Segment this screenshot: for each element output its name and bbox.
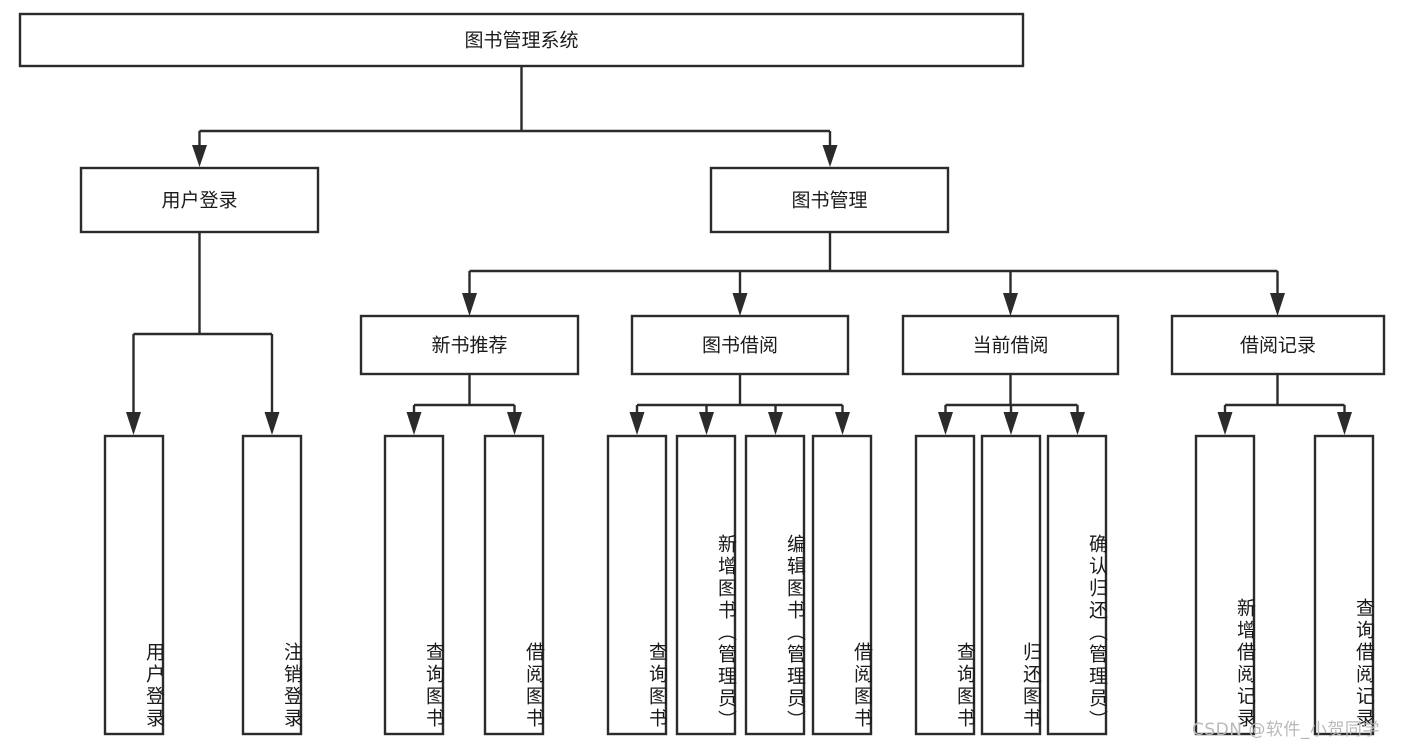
leaf-label-borrow-record-0: 新增借阅记录 xyxy=(1234,598,1256,730)
node-label-book-borrow: 图书借阅 xyxy=(702,335,778,357)
node-box-borrow-record[interactable] xyxy=(1170,314,1386,376)
leaf-box-user-login-1[interactable] xyxy=(241,434,303,736)
leaf-box-new-book-1[interactable] xyxy=(483,434,545,736)
arrow-head-leaf-currentborrow-2 xyxy=(1070,412,1085,435)
node-box-book-borrow[interactable] xyxy=(630,314,850,376)
node-label-root: 图书管理系统 xyxy=(464,30,578,52)
leaf-label-book-borrow-1: 新增图书（管理员） xyxy=(715,534,737,732)
arrow-head-leaf-newbook-0 xyxy=(406,412,422,435)
leaf-box-current-borrow-2[interactable] xyxy=(1046,434,1108,736)
node-box-user-login[interactable] xyxy=(79,166,320,234)
arrow-head-leaf-newbook-1 xyxy=(507,412,522,435)
node-box-book-management[interactable] xyxy=(709,166,950,234)
leaf-label-new-book-1: 借阅图书 xyxy=(523,642,545,730)
connector-group-borrow-record xyxy=(1217,374,1352,435)
arrow-head-leaf-user-login-0 xyxy=(126,412,141,435)
arrow-head-leaf-bookborrow-1 xyxy=(699,412,714,435)
node-box-current-borrow[interactable] xyxy=(901,314,1120,376)
leaf-box-user-login-0[interactable] xyxy=(103,434,165,736)
leaf-label-user-login-1: 注销登录 xyxy=(281,642,303,730)
leaf-label-borrow-record-1: 查询借阅记录 xyxy=(1353,598,1375,730)
arrow-head-leaf-borrowrecord-1 xyxy=(1337,412,1352,435)
connector-group-current-borrow xyxy=(938,374,1085,435)
node-label-user-login: 用户登录 xyxy=(161,190,237,212)
node-label-new-book-recommend: 新书推荐 xyxy=(431,335,507,357)
connector-group-new-book xyxy=(406,374,522,435)
arrow-head-currentborrow xyxy=(1003,293,1018,316)
arrow-head-leaf-bookborrow-3 xyxy=(835,412,850,435)
node-label-current-borrow: 当前借阅 xyxy=(972,335,1048,357)
leaf-box-book-borrow-2[interactable] xyxy=(744,434,806,736)
arrow-head-newbook xyxy=(462,293,477,316)
arrow-head-bookborrow xyxy=(732,293,748,316)
arrow-head-userlogin xyxy=(192,145,207,167)
connector-group-user-login xyxy=(126,232,280,435)
leaf-label-book-borrow-3: 借阅图书 xyxy=(851,642,873,730)
leaf-box-new-book-0[interactable] xyxy=(383,434,445,736)
leaf-box-current-borrow-1[interactable] xyxy=(980,434,1042,736)
connector-group-root xyxy=(192,66,838,167)
arrow-head-leaf-bookborrow-2 xyxy=(768,412,783,435)
leaf-box-book-borrow-1[interactable] xyxy=(675,434,737,736)
leaf-box-borrow-record-1[interactable] xyxy=(1313,434,1375,736)
arrow-head-leaf-bookborrow-0 xyxy=(629,412,645,435)
arrow-head-leaf-currentborrow-1 xyxy=(1003,412,1019,435)
arrow-head-leaf-currentborrow-0 xyxy=(938,412,953,435)
leaf-box-book-borrow-3[interactable] xyxy=(811,434,873,736)
leaf-label-current-borrow-2: 确认归还（管理员） xyxy=(1086,534,1108,732)
arrow-head-borrowrecord xyxy=(1270,293,1285,316)
node-box-new-book-recommend[interactable] xyxy=(359,314,580,376)
arrow-head-leaf-borrowrecord-0 xyxy=(1217,412,1233,435)
node-label-borrow-record: 借阅记录 xyxy=(1240,335,1316,357)
leaf-label-current-borrow-1: 归还图书 xyxy=(1020,642,1042,730)
leaf-box-book-borrow-0[interactable] xyxy=(606,434,668,736)
node-label-book-management: 图书管理 xyxy=(791,190,867,212)
connector-group-book-mgmt xyxy=(462,232,1285,316)
leaf-label-new-book-0: 查询图书 xyxy=(423,642,445,730)
connector-group-book-borrow xyxy=(629,374,850,435)
node-box-root[interactable] xyxy=(18,12,1025,68)
leaf-box-borrow-record-0[interactable] xyxy=(1194,434,1256,736)
leaf-label-user-login-0: 用户登录 xyxy=(143,642,165,730)
leaf-label-book-borrow-2: 编辑图书（管理员） xyxy=(784,534,806,732)
arrow-head-bookmgmt xyxy=(822,145,838,167)
leaf-label-book-borrow-0: 查询图书 xyxy=(646,642,668,730)
arrow-head-leaf-user-login-1 xyxy=(264,412,280,435)
leaf-box-current-borrow-0[interactable] xyxy=(914,434,976,736)
leaf-label-current-borrow-0: 查询图书 xyxy=(954,642,976,730)
